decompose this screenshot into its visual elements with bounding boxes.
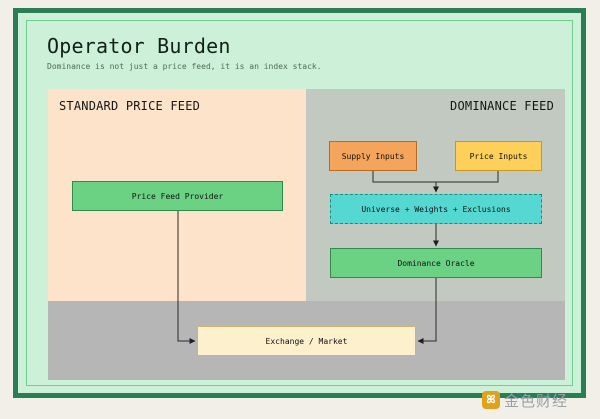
standard-panel-label: STANDARD PRICE FEED: [59, 99, 201, 113]
edge-supply-to-universe: [372, 171, 439, 193]
price-feed-provider-label: Price Feed Provider: [131, 191, 224, 201]
exchange-market-node: Exchange / Market: [197, 326, 416, 356]
dominance-oracle-label: Dominance Oracle: [397, 258, 475, 268]
dominance-oracle-node: Dominance Oracle: [330, 248, 542, 278]
edge-provider-to-exchange: [177, 211, 196, 344]
watermark: ꕤ 金色财经: [482, 389, 582, 411]
universe-weights-exclusions-node: Universe + Weights + Exclusions: [330, 194, 542, 224]
universe-weights-exclusions-label: Universe + Weights + Exclusions: [361, 204, 511, 214]
diagram-frame: Operator Burden Dominance is not just a …: [13, 8, 586, 398]
watermark-logo-icon: ꕤ: [482, 391, 500, 409]
dominance-panel-label: DOMINANCE FEED: [450, 99, 554, 113]
supply-inputs-label: Supply Inputs: [341, 151, 405, 161]
edges-layer: [177, 171, 499, 344]
page-subtitle: Dominance is not just a price feed, it i…: [47, 62, 322, 71]
watermark-text: 金色财经: [504, 391, 569, 410]
supply-inputs-node: Supply Inputs: [329, 141, 417, 171]
price-inputs-label: Price Inputs: [469, 151, 528, 161]
exchange-market-label: Exchange / Market: [265, 336, 348, 346]
page-title: Operator Burden: [47, 34, 231, 58]
price-inputs-node: Price Inputs: [455, 141, 542, 171]
price-feed-provider-node: Price Feed Provider: [72, 181, 283, 211]
edge-price-to-universe: [436, 171, 499, 183]
edge-oracle-to-exchange: [417, 278, 437, 344]
